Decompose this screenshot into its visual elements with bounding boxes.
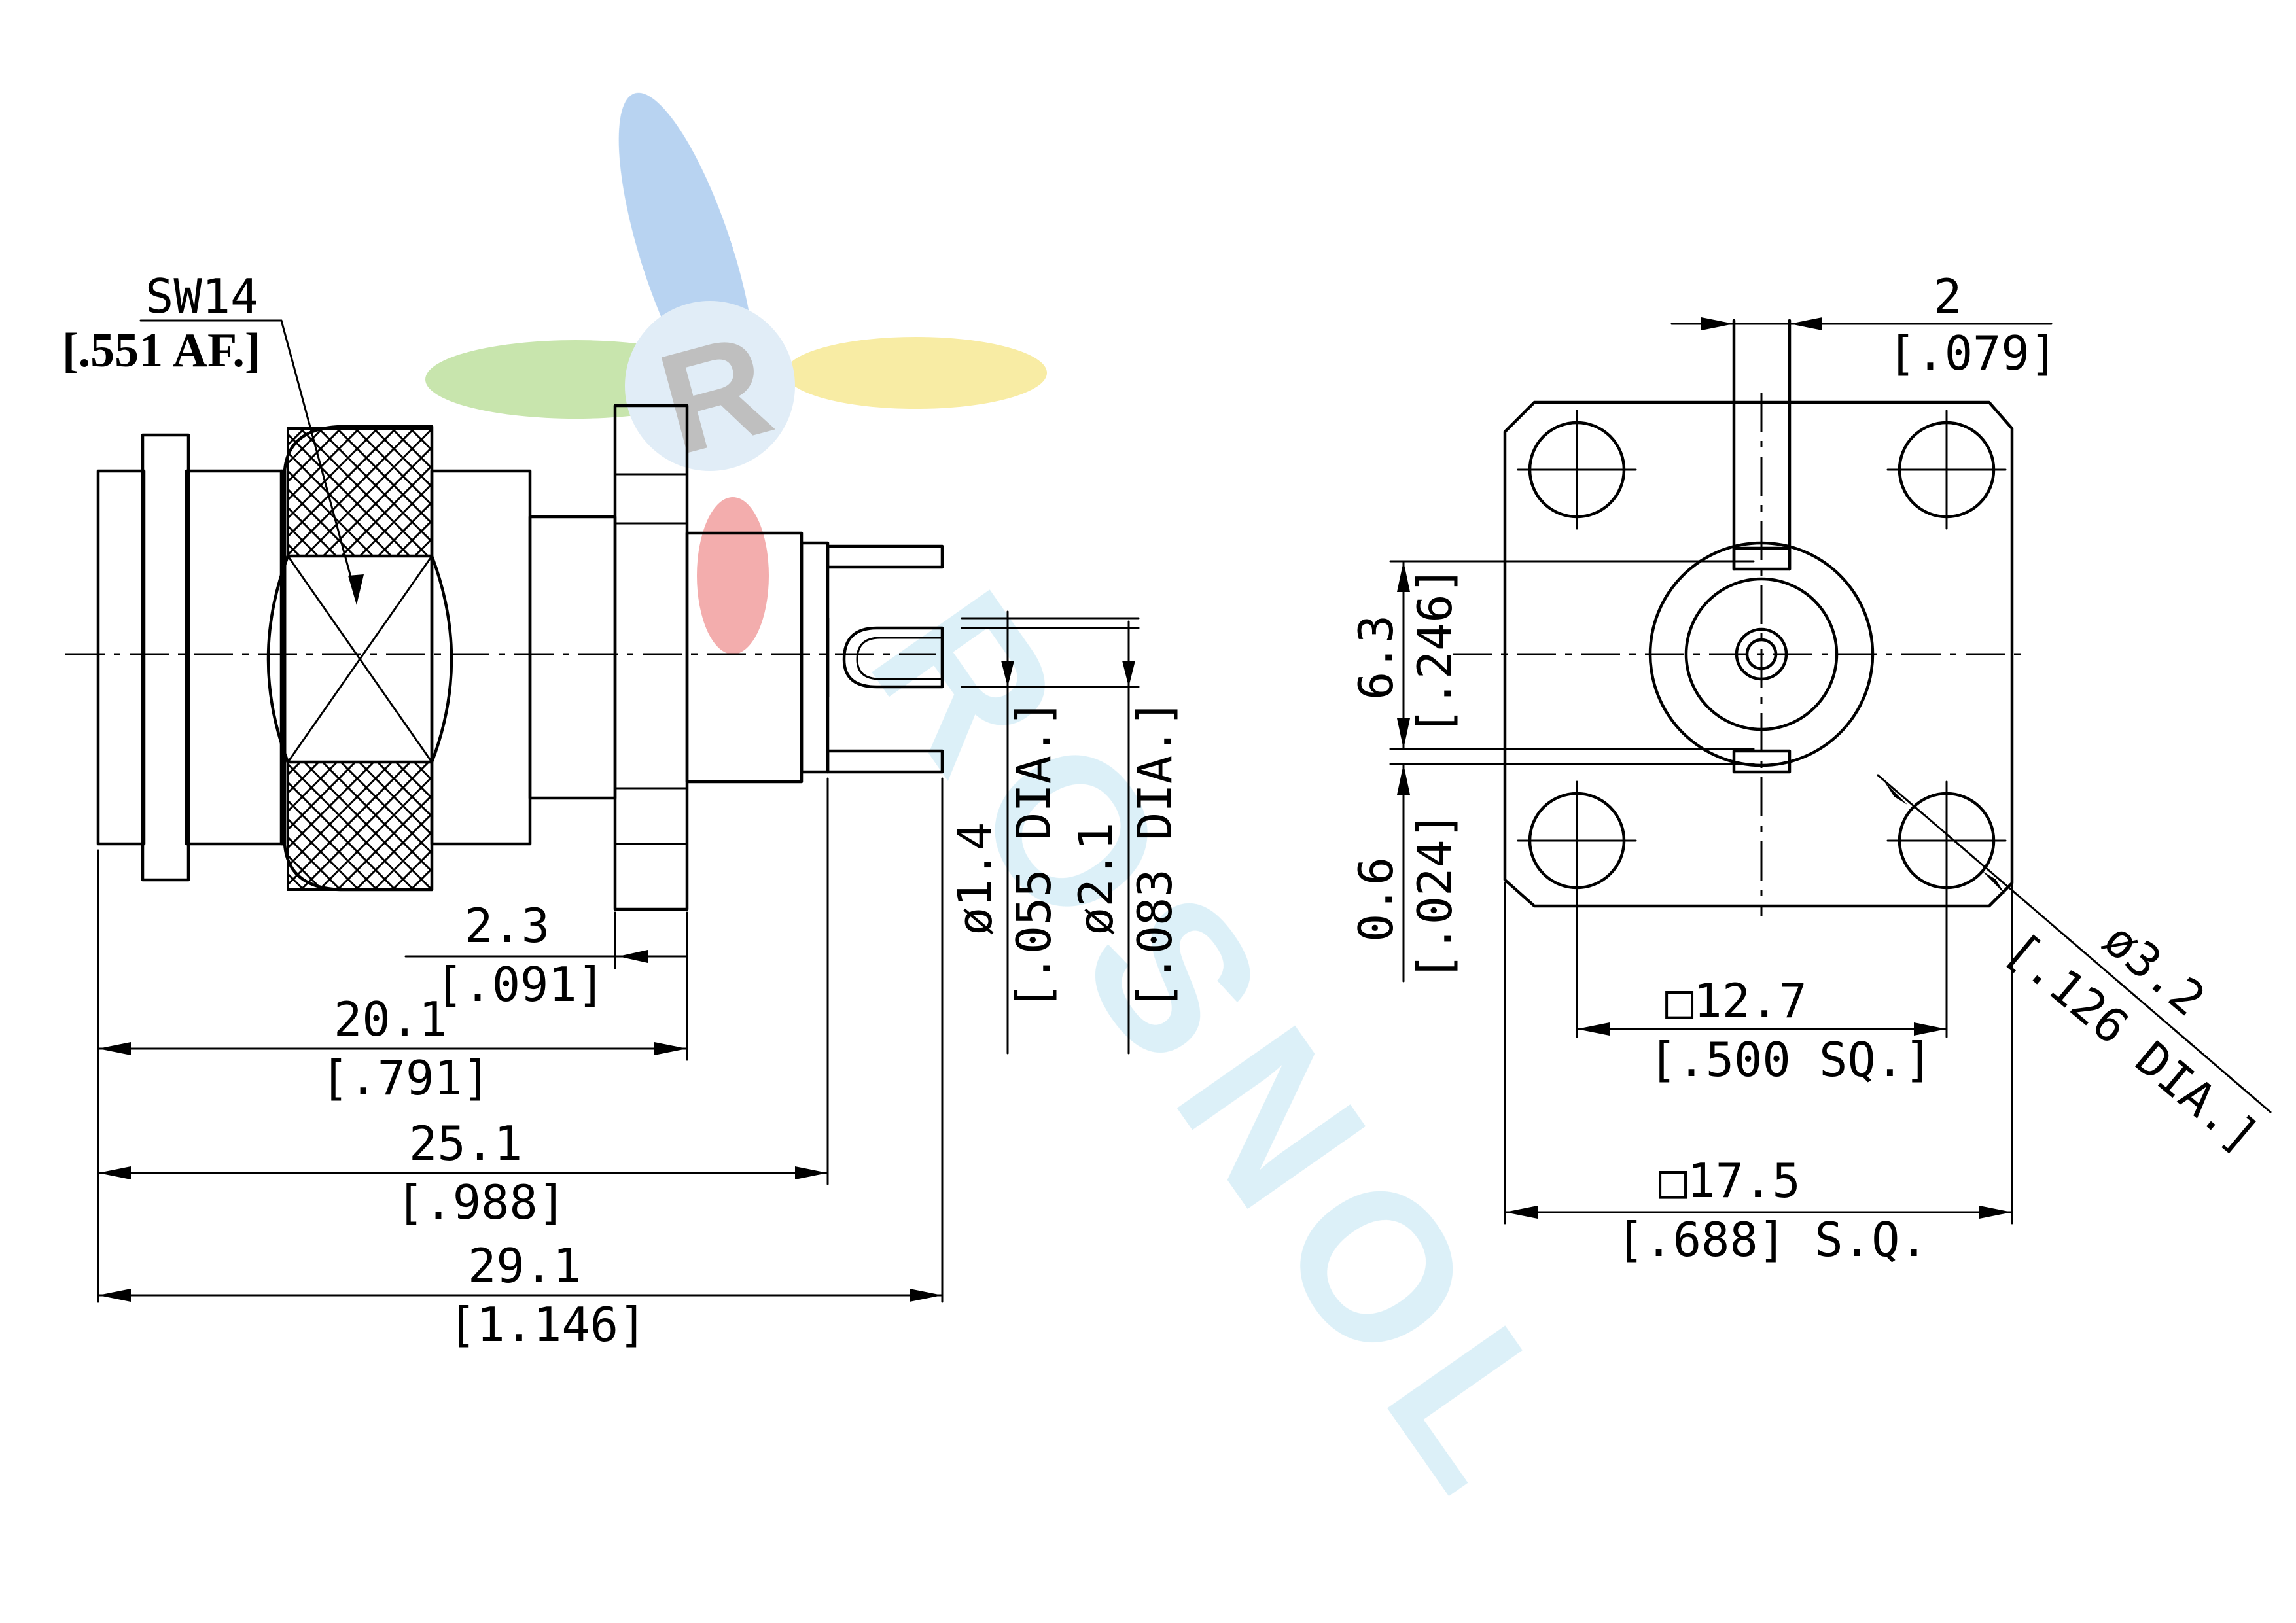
side-front-collar bbox=[141, 433, 190, 882]
side-knurl-top bbox=[287, 427, 433, 557]
mount-hole-bl bbox=[1517, 780, 1637, 901]
front-tab-top-block bbox=[1732, 546, 1792, 571]
side-front-tube bbox=[96, 469, 146, 846]
dim-175-arrow-r bbox=[1979, 1206, 2012, 1219]
dim-2-arrow-l bbox=[1701, 317, 1734, 330]
dim-29-1-arrow-r bbox=[910, 1289, 942, 1302]
side-hex-diag2 bbox=[287, 555, 433, 763]
side-rear-body bbox=[430, 469, 532, 846]
mount-hole-tr bbox=[1886, 410, 2007, 530]
pin-dia21-mm: ø2.1 bbox=[1069, 822, 1123, 935]
dim-127-arrow-l bbox=[1577, 1022, 1610, 1036]
dim-29-1-inch: [1.146] bbox=[448, 1297, 646, 1352]
dim-2-inch: [.079] bbox=[1888, 326, 2058, 381]
side-view: SW14 [.551 AF.] 2.3 [.091] 20.1 [.791] 2… bbox=[62, 269, 1182, 1352]
dim-63-arrow-b bbox=[1397, 718, 1410, 749]
side-rear-cap bbox=[800, 541, 830, 774]
pin-dia21-arrow bbox=[1122, 661, 1135, 687]
side-pin-bottom bbox=[826, 749, 944, 774]
front-contact-ring bbox=[1735, 627, 1788, 681]
side-neck bbox=[528, 515, 617, 800]
dim-2-3-mm: 2.3 bbox=[465, 898, 550, 953]
dim-175-arrow-l bbox=[1505, 1206, 1538, 1219]
dim-175-inch: [.688] S.Q. bbox=[1616, 1212, 1928, 1267]
dim-127-arrow-r bbox=[1914, 1022, 1947, 1036]
front-outer-ring bbox=[1648, 541, 1875, 767]
dim-29-1-arrow-l bbox=[98, 1289, 131, 1302]
side-flange bbox=[613, 404, 689, 911]
sw-inch-label: [.551 AF.] bbox=[62, 324, 261, 377]
dim-20-1-arrow-r bbox=[654, 1042, 687, 1055]
front-tab-bottom-block bbox=[1732, 749, 1792, 774]
mount-hole-br bbox=[1886, 780, 2007, 901]
dim-25-1-arrow-l bbox=[98, 1166, 131, 1179]
dim-175-mm: □17.5 bbox=[1659, 1153, 1801, 1208]
watermark-red-petal bbox=[697, 497, 769, 654]
dim-2-arrow-r bbox=[1790, 317, 1822, 330]
dim-06-inch: [.024] bbox=[1407, 811, 1462, 981]
dim-2-3-arrow bbox=[618, 950, 648, 963]
dim-2-3-inch: [.091] bbox=[435, 957, 605, 1012]
dim-29-1-mm: 29.1 bbox=[468, 1238, 581, 1293]
dim-127-mm: □12.7 bbox=[1665, 973, 1807, 1028]
pin-dia21-inch: [.083 DIA.] bbox=[1127, 699, 1182, 1011]
dim-06-arrow bbox=[1397, 764, 1410, 795]
side-knurl-bottom bbox=[287, 761, 433, 891]
side-pin-top bbox=[826, 544, 944, 569]
pin-dia14-mm: ø1.4 bbox=[947, 822, 1002, 935]
hole-dia-arrow-in bbox=[1884, 782, 1907, 805]
dim-63-mm: 6.3 bbox=[1349, 615, 1404, 700]
pin-dia14-arrow bbox=[1001, 661, 1014, 687]
dim-127-inch: [.500 SQ.] bbox=[1649, 1032, 1932, 1087]
side-center-contact bbox=[842, 626, 944, 689]
dim-25-1-mm: 25.1 bbox=[409, 1116, 522, 1171]
dim-2-mm: 2 bbox=[1934, 269, 1962, 324]
dim-63-arrow-t bbox=[1397, 561, 1410, 592]
dim-25-1-arrow-r bbox=[795, 1166, 828, 1179]
side-center-contact-inner bbox=[856, 637, 944, 680]
hole-dia-arrow-out bbox=[1983, 871, 2005, 895]
front-contact-pin bbox=[1745, 638, 1778, 671]
sw-size-label: SW14 bbox=[145, 269, 258, 324]
dim-20-1-inch: [.791] bbox=[321, 1051, 491, 1106]
front-view: 2 [.079] 6.3 [.246] 0.6 [.024] □12.7 [.5… bbox=[1349, 269, 2272, 1267]
front-flange bbox=[1503, 400, 2014, 908]
side-front-body bbox=[185, 469, 287, 846]
sw-leader-arrow bbox=[348, 574, 364, 605]
hole-dia-leader bbox=[1877, 774, 2272, 1113]
dim-63-inch: [.246] bbox=[1407, 566, 1462, 736]
dim-25-1-inch: [.988] bbox=[396, 1175, 566, 1230]
watermark-yellow-petal bbox=[785, 337, 1047, 409]
sw-leader bbox=[280, 319, 358, 600]
mount-hole-tl bbox=[1517, 410, 1637, 530]
front-mid-ring bbox=[1684, 577, 1839, 731]
pin-dia14-inch: [.055 DIA.] bbox=[1006, 699, 1061, 1011]
dim-06-mm: 0.6 bbox=[1349, 857, 1404, 942]
dim-20-1-mm: 20.1 bbox=[334, 992, 447, 1047]
watermark-center-disc bbox=[625, 301, 795, 471]
dim-20-1-arrow-l bbox=[98, 1042, 131, 1055]
